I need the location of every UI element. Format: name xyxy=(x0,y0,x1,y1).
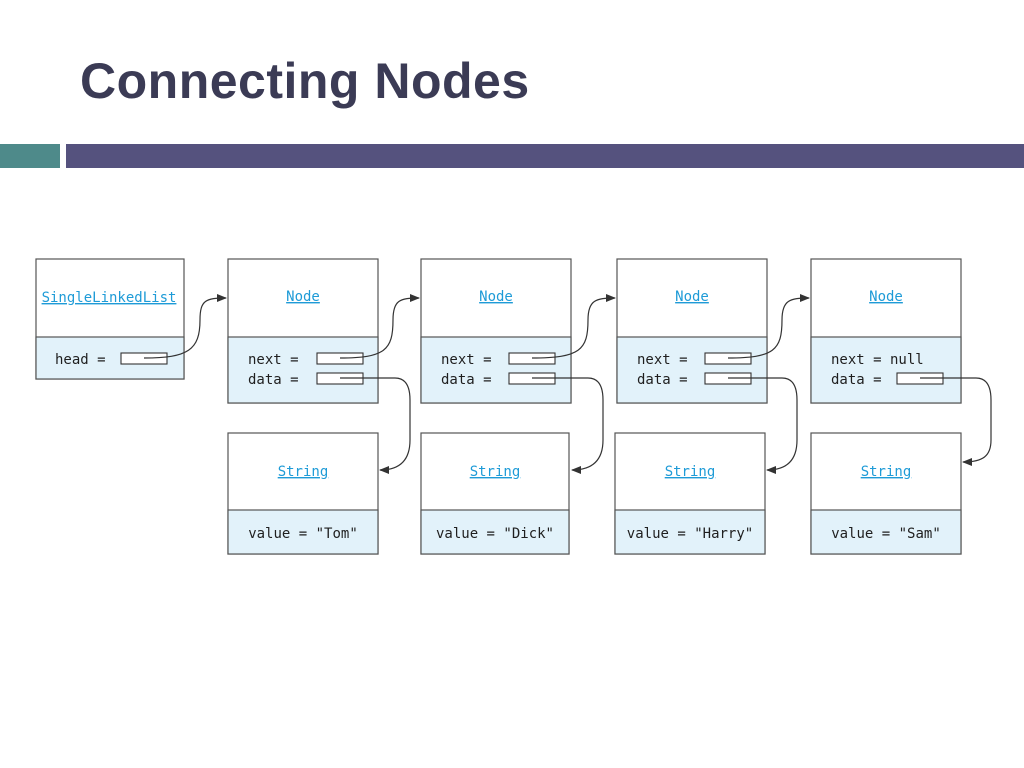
string-object-4: String value = "Sam" xyxy=(810,432,962,555)
node-class-name: Node xyxy=(675,289,709,305)
data-label: data = xyxy=(637,372,688,388)
data-label: data = xyxy=(831,372,882,388)
data-pointer-arrow-3 xyxy=(728,377,798,474)
string-object-2: String value = "Dick" xyxy=(420,432,570,555)
node-object-1: Node next = data = xyxy=(227,258,379,404)
string-object-1: String value = "Tom" xyxy=(227,432,379,555)
data-pointer-arrow-1 xyxy=(340,377,411,474)
list-object: SingleLinkedList head = xyxy=(35,258,185,380)
node-object-4: Node next = null data = xyxy=(810,258,962,404)
data-label: data = xyxy=(441,372,492,388)
node-field-area xyxy=(616,336,768,404)
next-label: next = xyxy=(248,352,299,368)
string-value-label: value = "Harry" xyxy=(627,526,753,542)
string-field-area xyxy=(810,509,962,555)
node-field-area xyxy=(227,336,379,404)
next-label: next = null xyxy=(831,352,924,368)
head-label: head = xyxy=(55,352,106,368)
next-pointer-arrow-2 xyxy=(531,294,616,359)
node-object-2: Node next = data = xyxy=(420,258,572,404)
string-object-3: String value = "Harry" xyxy=(614,432,766,555)
string-value-label: value = "Dick" xyxy=(436,526,554,542)
data-pointer-arrow-4 xyxy=(920,377,992,466)
node-object-3: Node next = data = xyxy=(616,258,768,404)
list-class-name: SingleLinkedList xyxy=(42,290,177,306)
string-class-name: String xyxy=(278,464,329,480)
next-label: next = xyxy=(637,352,688,368)
string-class-name: String xyxy=(861,464,912,480)
node-field-area xyxy=(420,336,572,404)
accent-band-left xyxy=(0,144,60,168)
string-class-name: String xyxy=(470,464,521,480)
next-pointer-arrow-1 xyxy=(339,294,420,359)
string-field-area xyxy=(420,509,570,555)
string-field-area xyxy=(227,509,379,555)
next-pointer-arrow-3 xyxy=(727,294,810,359)
data-pointer-arrow-2 xyxy=(532,377,604,474)
accent-band-right xyxy=(66,144,1024,168)
node-class-name: Node xyxy=(869,289,903,305)
node-field-area xyxy=(810,336,962,404)
slide-title: Connecting Nodes xyxy=(80,53,530,109)
string-value-label: value = "Sam" xyxy=(831,526,941,542)
head-pointer-arrow xyxy=(143,294,227,359)
string-value-label: value = "Tom" xyxy=(248,526,358,542)
string-class-name: String xyxy=(665,464,716,480)
node-class-name: Node xyxy=(286,289,320,305)
node-class-name: Node xyxy=(479,289,513,305)
data-label: data = xyxy=(248,372,299,388)
next-label: next = xyxy=(441,352,492,368)
string-field-area xyxy=(614,509,766,555)
